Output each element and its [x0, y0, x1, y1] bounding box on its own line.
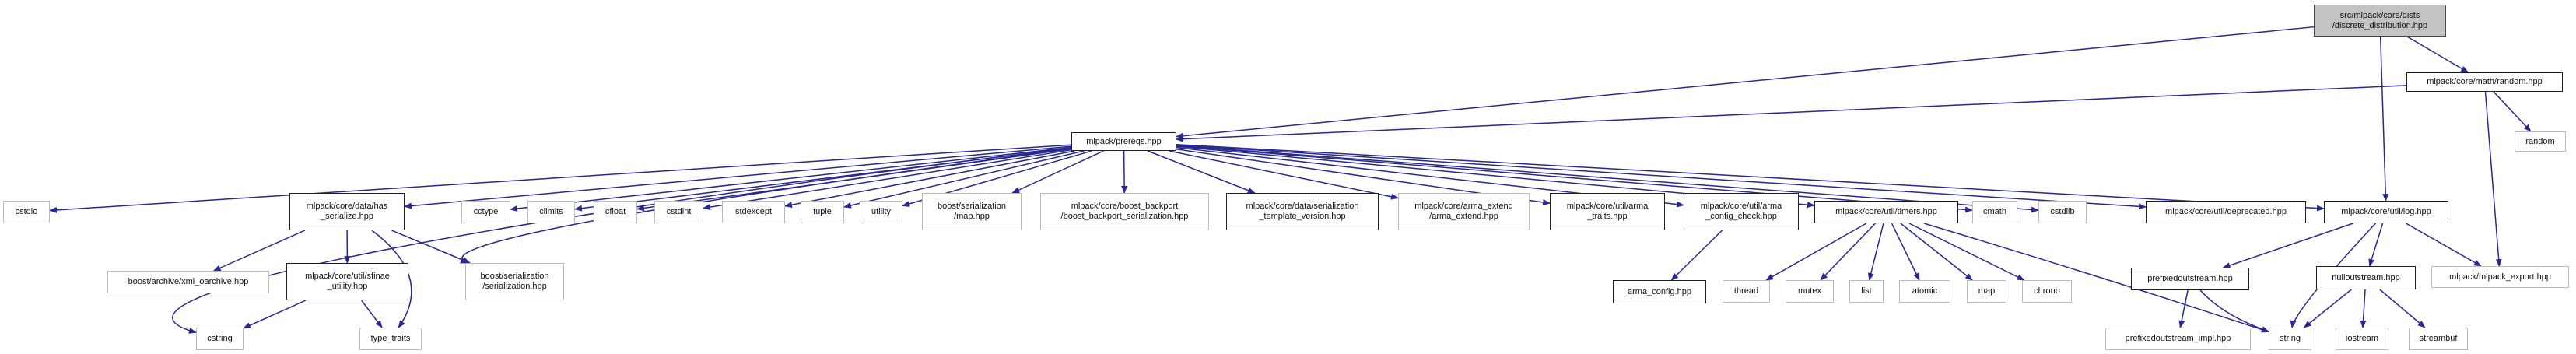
- node-arma_traits[interactable]: mlpack/core/util/arma _traits.hpp: [1550, 193, 1665, 230]
- node-prefixedoutstream_impl[interactable]: prefixedoutstream_impl.hpp: [2105, 328, 2251, 350]
- edge-timers-to-atomic: [1891, 223, 1920, 281]
- node-chrono[interactable]: chrono: [2022, 280, 2072, 303]
- node-prefixedoutstream[interactable]: prefixedoutstream.hpp: [2131, 268, 2249, 290]
- edge-discrete_distribution-to-math_random: [2406, 36, 2469, 73]
- node-map[interactable]: map: [1967, 280, 2006, 303]
- node-sfinae[interactable]: mlpack/core/util/sfinae _utility.hpp: [286, 263, 408, 300]
- node-iostream[interactable]: iostream: [2336, 328, 2388, 350]
- edge-sfinae-to-type_traits: [361, 300, 383, 328]
- node-boost_ser_map[interactable]: boost/serialization /map.hpp: [922, 193, 1022, 230]
- edge-nulloutstream-to-iostream: [2360, 289, 2367, 328]
- edge-timers-to-map: [1900, 223, 1973, 281]
- edge-math_random-to-prereqs: [1176, 85, 2407, 142]
- edge-has_serialize-to-xml_oarchive: [212, 230, 306, 272]
- edge-prereqs-to-boost_backport: [1121, 150, 1128, 194]
- node-streambuf[interactable]: streambuf: [2409, 328, 2468, 350]
- edge-has_serialize-to-type_traits: [371, 230, 412, 328]
- node-tuple[interactable]: tuple: [801, 201, 844, 223]
- edge-log-to-string: [2290, 223, 2377, 328]
- edge-prereqs-to-ser_template: [1147, 150, 1256, 194]
- edge-sfinae-to-cstring: [243, 300, 307, 329]
- node-discrete_distribution[interactable]: src/mlpack/core/dists /discrete_distribu…: [2314, 5, 2446, 37]
- edge-timers-to-string: [1923, 223, 2269, 333]
- edge-discrete_distribution-to-log: [2379, 36, 2389, 202]
- edge-discrete_distribution-to-prereqs: [1176, 26, 2315, 139]
- edge-prereqs-to-boost_serialization: [460, 148, 1072, 264]
- edge-nulloutstream-to-streambuf: [2379, 289, 2426, 328]
- node-log[interactable]: mlpack/core/util/log.hpp: [2324, 201, 2448, 223]
- node-arma_config[interactable]: arma_config.hpp: [1613, 280, 1706, 303]
- edge-prereqs-to-tuple: [843, 150, 1085, 209]
- node-cstdlib[interactable]: cstdlib: [2038, 201, 2087, 223]
- node-cstdint[interactable]: cstdint: [654, 201, 703, 223]
- node-climits[interactable]: climits: [527, 201, 575, 223]
- edge-timers-to-list: [1867, 223, 1884, 281]
- edge-prefixedoutstream-to-string: [2199, 289, 2269, 332]
- edge-timers-to-chrono: [1908, 223, 2025, 281]
- edge-prereqs-to-cctype: [510, 146, 1072, 212]
- node-has_serialize[interactable]: mlpack/core/data/has _serialize.hpp: [289, 193, 405, 230]
- node-cctype[interactable]: cctype: [461, 201, 510, 223]
- node-boost_backport[interactable]: mlpack/core/boost_backport /boost_backpo…: [1040, 193, 1209, 230]
- node-timers[interactable]: mlpack/core/util/timers.hpp: [1814, 201, 1958, 223]
- node-boost_serialization[interactable]: boost/serialization /serialization.hpp: [465, 263, 564, 300]
- node-type_traits[interactable]: type_traits: [359, 328, 422, 350]
- node-arma_config_check[interactable]: mlpack/core/util/arma _config_check.hpp: [1684, 193, 1799, 230]
- node-random[interactable]: random: [2515, 131, 2566, 152]
- edge-math_random-to-random: [2493, 91, 2532, 132]
- node-thread[interactable]: thread: [1723, 280, 1770, 303]
- edge-prereqs-to-deprecated: [1176, 144, 2147, 210]
- node-deprecated[interactable]: mlpack/core/util/deprecated.hpp: [2146, 201, 2306, 223]
- edge-log-to-nulloutstream: [2368, 223, 2384, 267]
- edge-prereqs-to-log: [1176, 144, 2325, 212]
- edge-log-to-mlpack_export: [2406, 223, 2482, 267]
- edge-nulloutstream-to-string: [2303, 289, 2352, 328]
- node-nulloutstream[interactable]: nulloutstream.hpp: [2316, 266, 2416, 289]
- node-prereqs[interactable]: mlpack/prereqs.hpp: [1071, 132, 1176, 151]
- node-atomic[interactable]: atomic: [1899, 280, 1950, 303]
- node-utility[interactable]: utility: [860, 201, 902, 223]
- edge-prereqs-to-cstdlib: [1176, 145, 2039, 213]
- edge-prereqs-to-boost_ser_map: [1011, 150, 1104, 194]
- node-list[interactable]: list: [1849, 280, 1884, 303]
- node-cstdio[interactable]: cstdio: [3, 201, 50, 223]
- edge-prereqs-to-has_serialize: [404, 145, 1072, 209]
- edge-has_serialize-to-boost_serialization: [391, 230, 471, 264]
- node-cfloat[interactable]: cfloat: [594, 201, 637, 223]
- node-ser_template[interactable]: mlpack/core/data/serialization _template…: [1226, 193, 1379, 230]
- edge-timers-to-mutex: [1820, 223, 1877, 281]
- node-xml_oarchive[interactable]: boost/archive/xml_oarchive.hpp: [107, 271, 269, 293]
- node-mutex[interactable]: mutex: [1786, 280, 1834, 303]
- edge-prereqs-to-cmath: [1176, 145, 1973, 213]
- node-mlpack_export[interactable]: mlpack/mlpack_export.hpp: [2431, 266, 2569, 288]
- edge-prereqs-to-stdexcept: [784, 150, 1075, 209]
- node-cstring[interactable]: cstring: [196, 328, 244, 350]
- edge-log-to-prefixedoutstream: [2222, 223, 2353, 268]
- node-cmath[interactable]: cmath: [1972, 201, 2017, 223]
- node-math_random[interactable]: mlpack/core/math/random.hpp: [2406, 72, 2563, 92]
- edge-arma_config_check-to-arma_config: [1670, 230, 1723, 281]
- edge-prereqs-to-cstring: [171, 147, 1072, 334]
- edge-prereqs-to-cstdint: [703, 149, 1072, 211]
- edge-timers-to-thread: [1765, 223, 1867, 281]
- node-string[interactable]: string: [2269, 328, 2311, 350]
- node-arma_extend[interactable]: mlpack/core/arma_extend /arma_extend.hpp: [1398, 193, 1530, 230]
- node-stdexcept[interactable]: stdexcept: [722, 201, 785, 223]
- edge-prefixedoutstream-to-prefixedoutstream_impl: [2178, 289, 2189, 328]
- edge-math_random-to-mlpack_export: [2484, 91, 2502, 267]
- edge-prereqs-to-arma_extend: [1169, 150, 1399, 200]
